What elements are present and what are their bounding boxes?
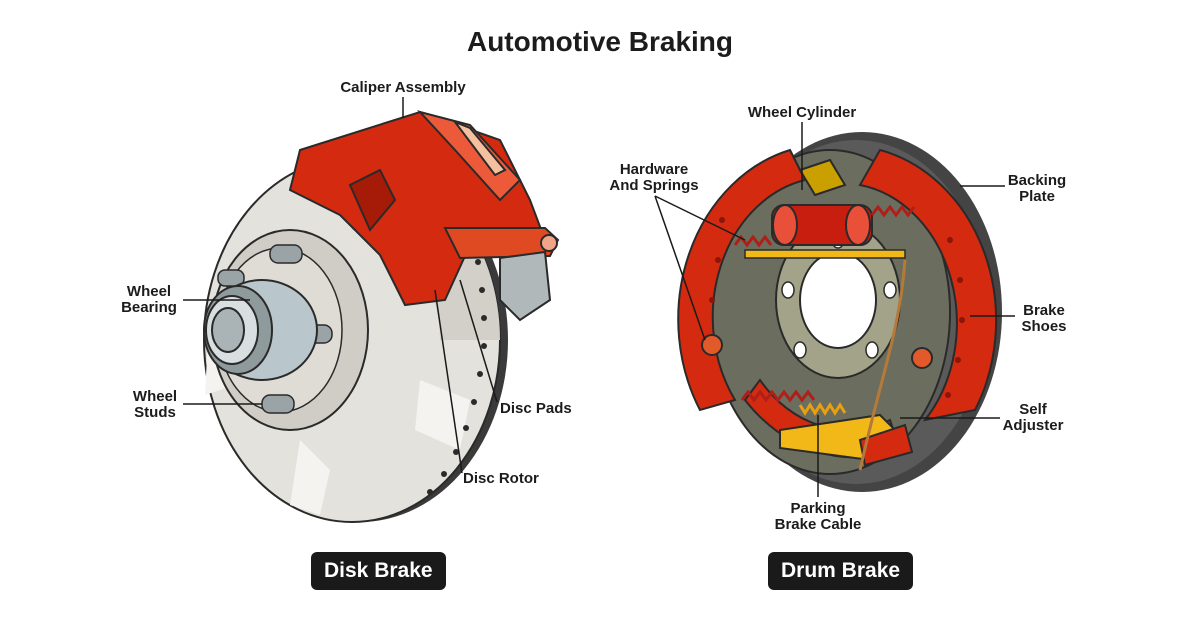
drum-brake-badge: Drum Brake <box>768 552 914 590</box>
label-disc-pads: Disc Pads <box>500 400 572 417</box>
label-caliper-assembly: Caliper Assembly <box>340 79 466 96</box>
self-adjuster-shape <box>779 402 914 467</box>
label-parking-brake-cable: Parking Brake Cable <box>774 500 862 533</box>
wheel-cylinder-shape <box>771 158 873 246</box>
hardware-springs-shape <box>733 204 916 403</box>
drum-brake-illustration <box>677 132 1002 492</box>
label-wheel-bearing: Wheel Bearing <box>121 283 177 316</box>
label-self-adjuster: Self Adjuster <box>1002 401 1064 434</box>
label-brake-shoes: Brake Shoes <box>1021 302 1067 335</box>
label-wheel-studs: Wheel Studs <box>132 388 178 421</box>
wheel-bearing-shape <box>203 279 318 381</box>
parking-brake-cable-shape <box>858 259 907 471</box>
label-wheel-cylinder: Wheel Cylinder <box>747 104 857 121</box>
disk-brake-illustration <box>203 110 560 523</box>
disk-brake-badge: Disk Brake <box>311 552 446 590</box>
label-hardware-and-springs: Hardware And Springs <box>609 161 699 194</box>
caliper-assembly-shape <box>288 110 560 322</box>
label-disc-rotor: Disc Rotor <box>463 470 539 487</box>
label-backing-plate: Backing Plate <box>1007 172 1067 205</box>
callout-lines <box>183 97 1015 497</box>
diagram-title: Automotive Braking <box>466 26 734 57</box>
